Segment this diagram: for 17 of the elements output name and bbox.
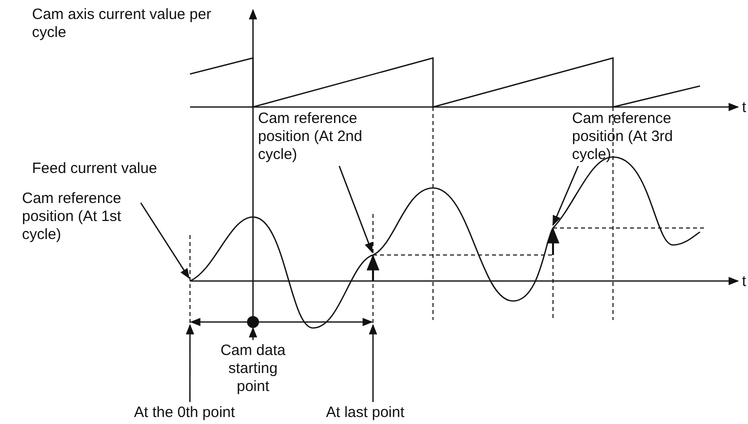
annotation-label: Cam reference position (At 2nd cycle)	[258, 110, 383, 164]
annotation-label: Cam reference position (At 1st cycle)	[22, 190, 147, 244]
axis-label: t	[742, 99, 748, 117]
annotation-label: Cam reference position (At 3rd cycle)	[572, 110, 697, 164]
leader-arrow	[140, 202, 190, 279]
axis-label: t	[742, 273, 748, 291]
annotation-label: Cam data starting point	[212, 342, 294, 396]
leader-arrow	[338, 166, 373, 253]
leader-arrow	[248, 326, 258, 340]
leader-arrow	[552, 166, 579, 226]
leader-arrow	[186, 324, 194, 402]
point-marker	[247, 316, 259, 328]
annotation-label: At last point	[326, 404, 426, 422]
leader-arrow	[368, 324, 378, 402]
axis-title: Cam axis current value per cycle	[32, 6, 212, 42]
axis-title: Feed current value	[32, 160, 158, 178]
annotation-label: At the 0th point	[134, 404, 264, 422]
